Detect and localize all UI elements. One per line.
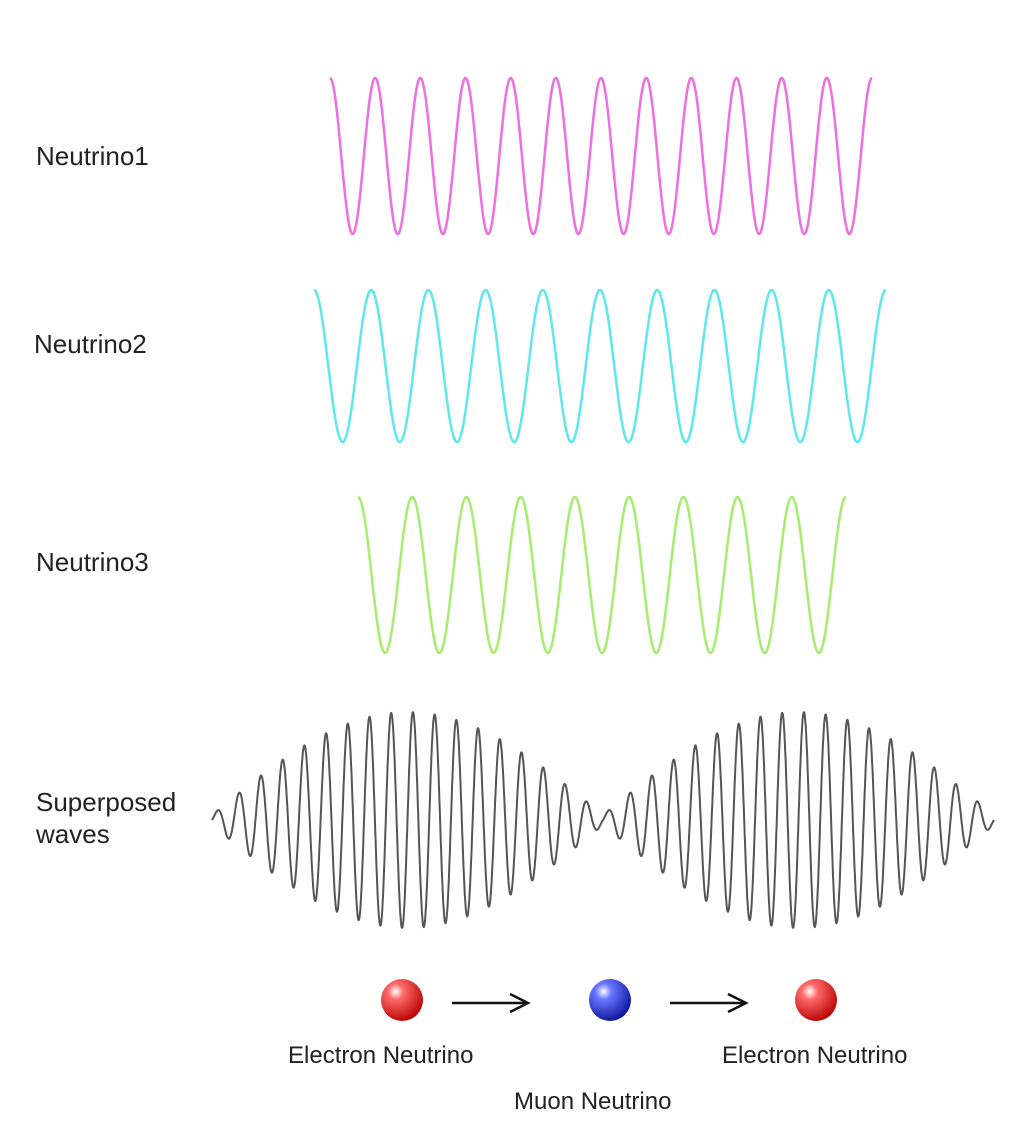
superposed-wave xyxy=(211,711,995,929)
superposed-waves-label: Superposed waves xyxy=(36,787,177,849)
electron-neutrino-ball xyxy=(381,979,423,1021)
neutrino1-label: Neutrino1 xyxy=(36,141,149,171)
muon-neutrino-label: Muon Neutrino xyxy=(514,1088,672,1115)
arrow-right-icon xyxy=(670,992,749,1014)
neutrino1-wave xyxy=(329,76,873,236)
electron-neutrino-label-2: Electron Neutrino xyxy=(722,1042,908,1069)
neutrino2-label: Neutrino2 xyxy=(34,329,147,359)
electron-neutrino-label: Electron Neutrino xyxy=(288,1042,474,1069)
neutrino2-wave xyxy=(313,288,887,444)
neutrino3-wave xyxy=(357,495,847,655)
muon-neutrino-ball xyxy=(589,979,631,1021)
neutrino3-label: Neutrino3 xyxy=(36,547,149,577)
electron-neutrino-ball xyxy=(795,979,837,1021)
arrow-right-icon xyxy=(452,992,531,1014)
